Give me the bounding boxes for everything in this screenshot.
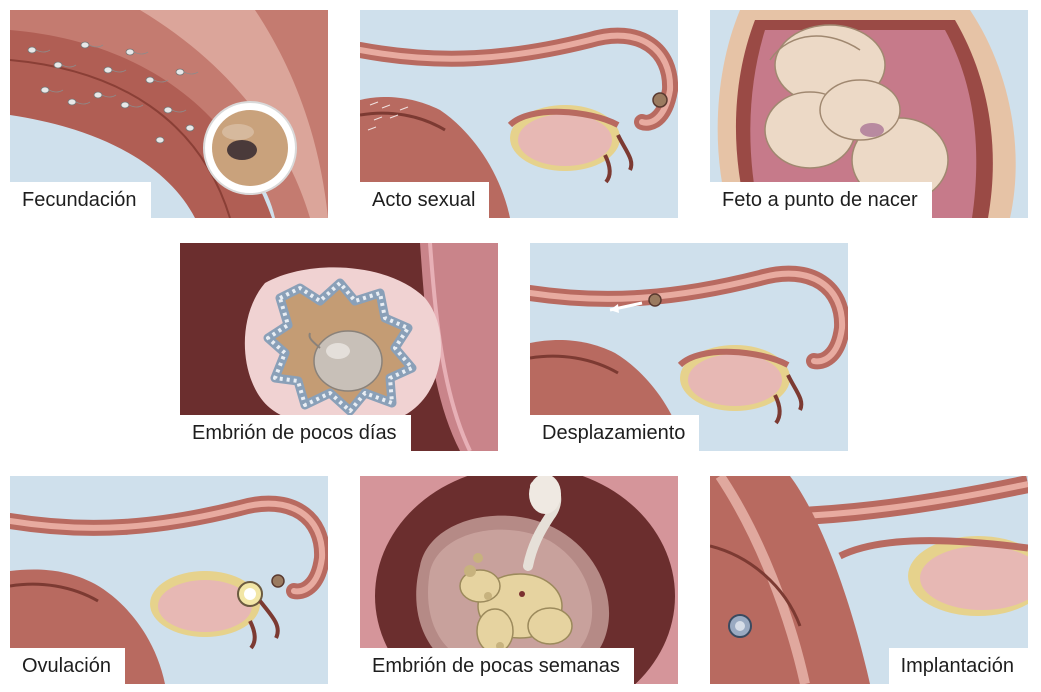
fecundacion-illustration	[10, 10, 328, 218]
panel-embrion-dias: Embrión de pocos días	[180, 243, 498, 451]
label-acto-sexual: Acto sexual	[360, 182, 490, 218]
panel-feto: Feto a punto de nacer	[710, 10, 1028, 218]
panel-acto-sexual: Acto sexual	[360, 10, 678, 218]
panel-embrion-semanas: Embrión de pocas semanas	[360, 476, 678, 684]
label-embrion-semanas: Embrión de pocas semanas	[360, 648, 634, 684]
label-desplazamiento: Desplazamiento	[530, 415, 700, 451]
panel-ovulacion: Ovulación	[10, 476, 328, 684]
label-ovulacion: Ovulación	[10, 648, 125, 684]
label-fecundacion: Fecundación	[10, 182, 151, 218]
feto-illustration	[710, 10, 1028, 218]
panel-fecundacion: Fecundación	[10, 10, 328, 218]
label-feto: Feto a punto de nacer	[710, 182, 932, 218]
panel-implantacion: Implantación	[710, 476, 1028, 684]
label-embrion-dias: Embrión de pocos días	[180, 415, 411, 451]
panel-desplazamiento: Desplazamiento	[530, 243, 848, 451]
implantacion-illustration	[710, 476, 1028, 684]
label-implantacion: Implantación	[888, 648, 1028, 684]
